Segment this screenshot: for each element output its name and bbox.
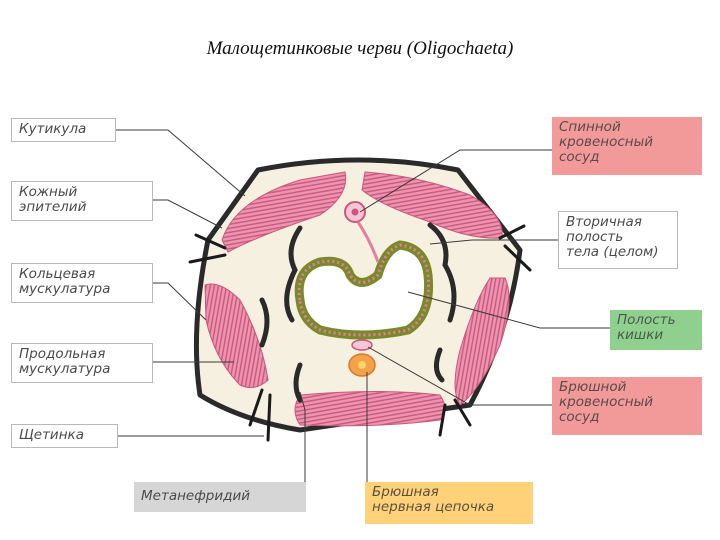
label-cuticle: Кутикула [11,118,116,142]
metanephridia [259,222,457,403]
leader-lines [116,129,610,482]
label-bristle: Щетинка [11,424,118,448]
label-coelom: Вторичная полость тела (целом) [558,211,678,269]
longitudinal-muscle-bands [204,171,510,427]
label-circular-muscle: Кольцевая мускулатура [11,263,153,303]
label-ventral-nerve-cord: Брюшная нервная цепочка [365,482,533,524]
label-skin-epithelium: Кожный эпителий [11,181,153,221]
label-gut-cavity: Полость кишки [610,310,702,350]
label-ventral-vessel: Брюшной кровеносный сосуд [552,377,702,435]
bristles [188,224,532,442]
ventral-vessel [351,339,373,351]
label-metanephridium: Метанефридий [134,482,306,512]
label-dorsal-vessel: Спинной кровеносный сосуд [552,117,702,175]
label-longitudinal-muscle: Продольная мускулатура [11,343,153,383]
page-title: Малощетинковые черви (Oligochaeta) [206,38,514,59]
